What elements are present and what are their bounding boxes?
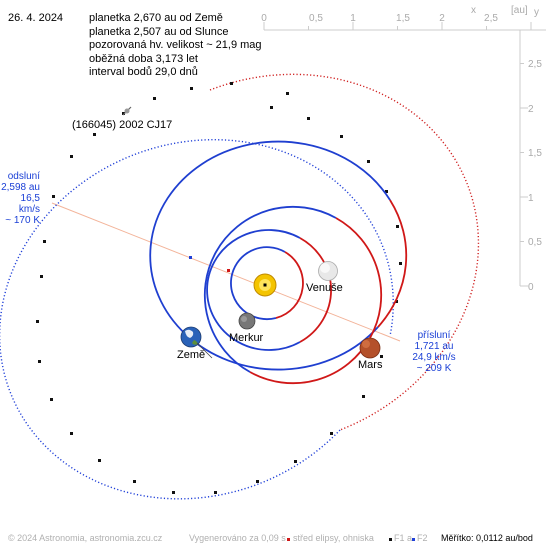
y-tick-label: 0 [528, 282, 534, 293]
venus-orbit-red [299, 237, 332, 343]
aphelion-temperature: ~ 170 K [5, 215, 40, 226]
x-tick-label: 2 [439, 13, 445, 24]
y-tick-labels: 2,5 2 1,5 1 0,5 0 [528, 59, 542, 293]
y-tick-label: 1 [528, 193, 534, 204]
venus-orbit-blue [206, 229, 301, 351]
x-tick-label: 1,5 [396, 13, 410, 24]
legend-f1-marker [389, 538, 392, 541]
aphelion-distance: 2,598 au [1, 182, 40, 193]
axis-unit-label: [au] [511, 5, 528, 16]
mercury [238, 312, 256, 330]
venus [318, 261, 338, 281]
info-line-interval: interval bodů 29,0 dnů [89, 66, 198, 78]
y-axis [519, 30, 528, 287]
x-tick-label: 1 [350, 13, 356, 24]
perihelion-distance: 1,721 au [414, 341, 454, 352]
y-tick-label: 2,5 [528, 59, 542, 70]
mars-orbit-blue [149, 140, 391, 371]
copyright-text: © 2024 Astronomia, astronomia.zcu.cz [8, 533, 163, 543]
perihelion-speed: 24,9 km/s [412, 352, 456, 363]
x-axis-label: x [471, 5, 476, 16]
y-axis-label: y [534, 7, 539, 18]
legend-center-marker [287, 538, 290, 541]
legend-f2-marker [412, 538, 415, 541]
y-tick-label: 1,5 [528, 148, 542, 159]
asteroid-points [36, 82, 402, 494]
legend-center-label: střed elipsy, ohniska [293, 533, 374, 543]
focus-f2-marker [189, 256, 192, 259]
x-tick-label: 0,5 [309, 13, 323, 24]
earth-label: Země [177, 349, 206, 361]
scale-label: Měřítko: 0,0112 au/bod [441, 533, 533, 543]
mars-orbit-red [377, 199, 408, 328]
x-tick-label: 2,5 [484, 13, 498, 24]
info-line-period: oběžná doba 3,173 let [89, 52, 198, 65]
asteroid-marker [122, 106, 132, 116]
perihelion-title: přísluní [417, 330, 451, 341]
legend-f1-label: F1 a [394, 533, 413, 543]
sun [253, 273, 277, 297]
date-label: 26. 4. 2024 [8, 12, 64, 24]
perihelion-temperature: ~ 209 K [416, 363, 452, 374]
earth-orbit-blue [203, 205, 337, 373]
generated-time: Vygenerováno za 0,09 s [189, 533, 286, 543]
venus-label: Venuše [306, 282, 343, 294]
info-line-magnitude: pozorovaná hv. velikost ~ 21,9 mag [89, 39, 262, 51]
mercury-orbit-blue [230, 246, 286, 321]
info-line-earth-distance: planetka 2,670 au od Země [89, 12, 223, 24]
mercury-orbit-red [275, 251, 304, 319]
aphelion-annotation: odsluní 2,598 au 16,5 km/s ~ 170 K [0, 171, 40, 226]
mars [359, 337, 381, 359]
mercury-label: Merkur [229, 332, 264, 344]
ellipse-center-marker [227, 269, 230, 272]
asteroid-orbit-far [0, 139, 394, 500]
legend-f2-label: F2 [417, 533, 428, 543]
x-tick-label: 0 [261, 13, 267, 24]
asteroid-name: (166045) 2002 CJ17 [72, 119, 173, 131]
perihelion-annotation: přísluní 1,721 au 24,9 km/s ~ 209 K [404, 330, 464, 374]
y-tick-label: 2 [528, 104, 534, 115]
y-tick-label: 0,5 [528, 237, 542, 248]
aphelion-title: odsluní [7, 171, 40, 182]
info-line-sun-distance: planetka 2,507 au od Slunce [89, 25, 229, 38]
asteroid-orbit-near [209, 73, 480, 431]
mars-label: Mars [358, 359, 383, 371]
earth [180, 326, 202, 348]
info-panel: planetka 2,670 au od Země planetka 2,507… [89, 12, 262, 80]
apsides-line [51, 202, 401, 342]
x-tick-labels: 0 0,5 1 1,5 2 2,5 [261, 13, 498, 24]
aphelion-speed: 16,5 km/s [18, 193, 40, 215]
x-axis [263, 22, 546, 31]
